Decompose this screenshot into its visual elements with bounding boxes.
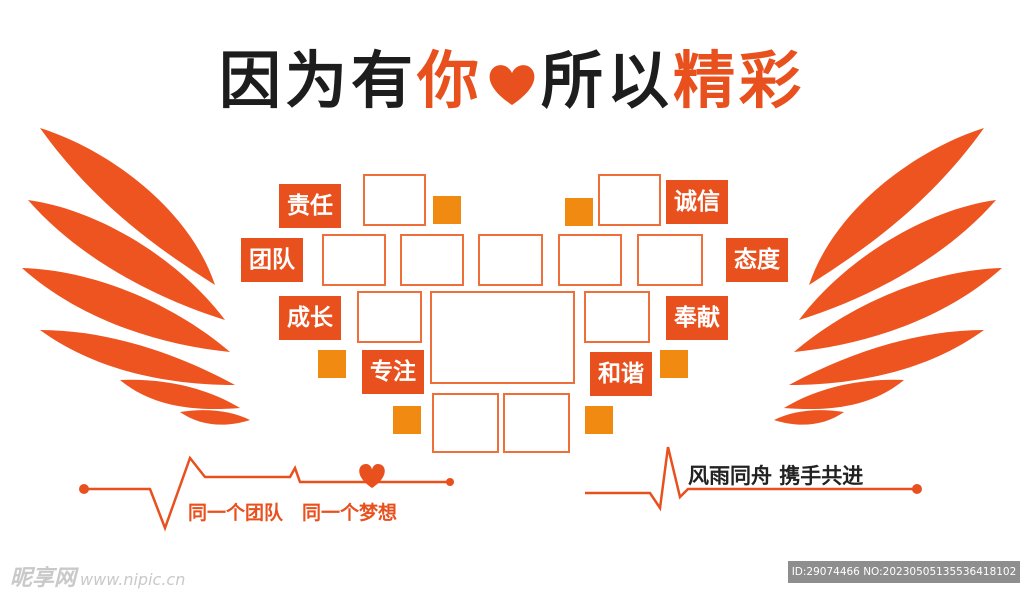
photo-frame [637,234,703,286]
photo-frame [432,393,499,453]
left-line-end-dot [446,478,454,486]
photo-frame-center [430,291,575,384]
slogan-left: 同一个团队 同一个梦想 [188,502,398,524]
left-wing [22,128,250,425]
photo-frame [400,234,464,286]
photo-frame [357,291,422,343]
page-title: 因为有你所以精彩 [0,50,1024,117]
accent-square [660,350,688,378]
accent-square [565,198,593,226]
right-line-dot [912,484,922,494]
heart-small-icon [359,464,385,488]
label-dedication: 奉献 [666,296,728,340]
photo-frame [478,234,543,286]
accent-square [393,406,421,434]
label-growth: 成长 [279,296,341,340]
watermark-url: www.nipic.cn [80,570,186,589]
left-line-dot [79,484,89,494]
photo-frame [503,393,570,453]
left-heartbeat-line [84,455,450,532]
image-id-bar: ID:29074466 NO:20230505135536418102 [788,561,1020,583]
accent-square [318,350,346,378]
photo-frame [598,174,661,226]
title-part-2: 你 [416,44,483,117]
label-responsibility: 责任 [279,184,341,228]
watermark-site: 昵享网 [10,566,77,591]
heart-icon [487,55,537,117]
title-part-3: 所以 [541,44,674,117]
title-part-4: 精彩 [673,44,806,117]
photo-frame [363,174,426,226]
title-part-1: 因为有 [218,44,417,117]
label-harmony: 和谐 [590,352,652,396]
label-team: 团队 [241,238,303,282]
slogan-right: 风雨同舟 携手共进 [688,463,864,488]
photo-frame [584,291,650,343]
right-heartbeat-line [585,446,917,512]
label-integrity: 诚信 [666,180,728,224]
accent-square [585,406,613,434]
accent-square [433,196,461,224]
label-attitude: 态度 [726,238,788,282]
right-wing [774,128,1002,425]
label-focus: 专注 [362,350,424,394]
photo-frame [322,234,386,286]
photo-frame [558,234,622,286]
